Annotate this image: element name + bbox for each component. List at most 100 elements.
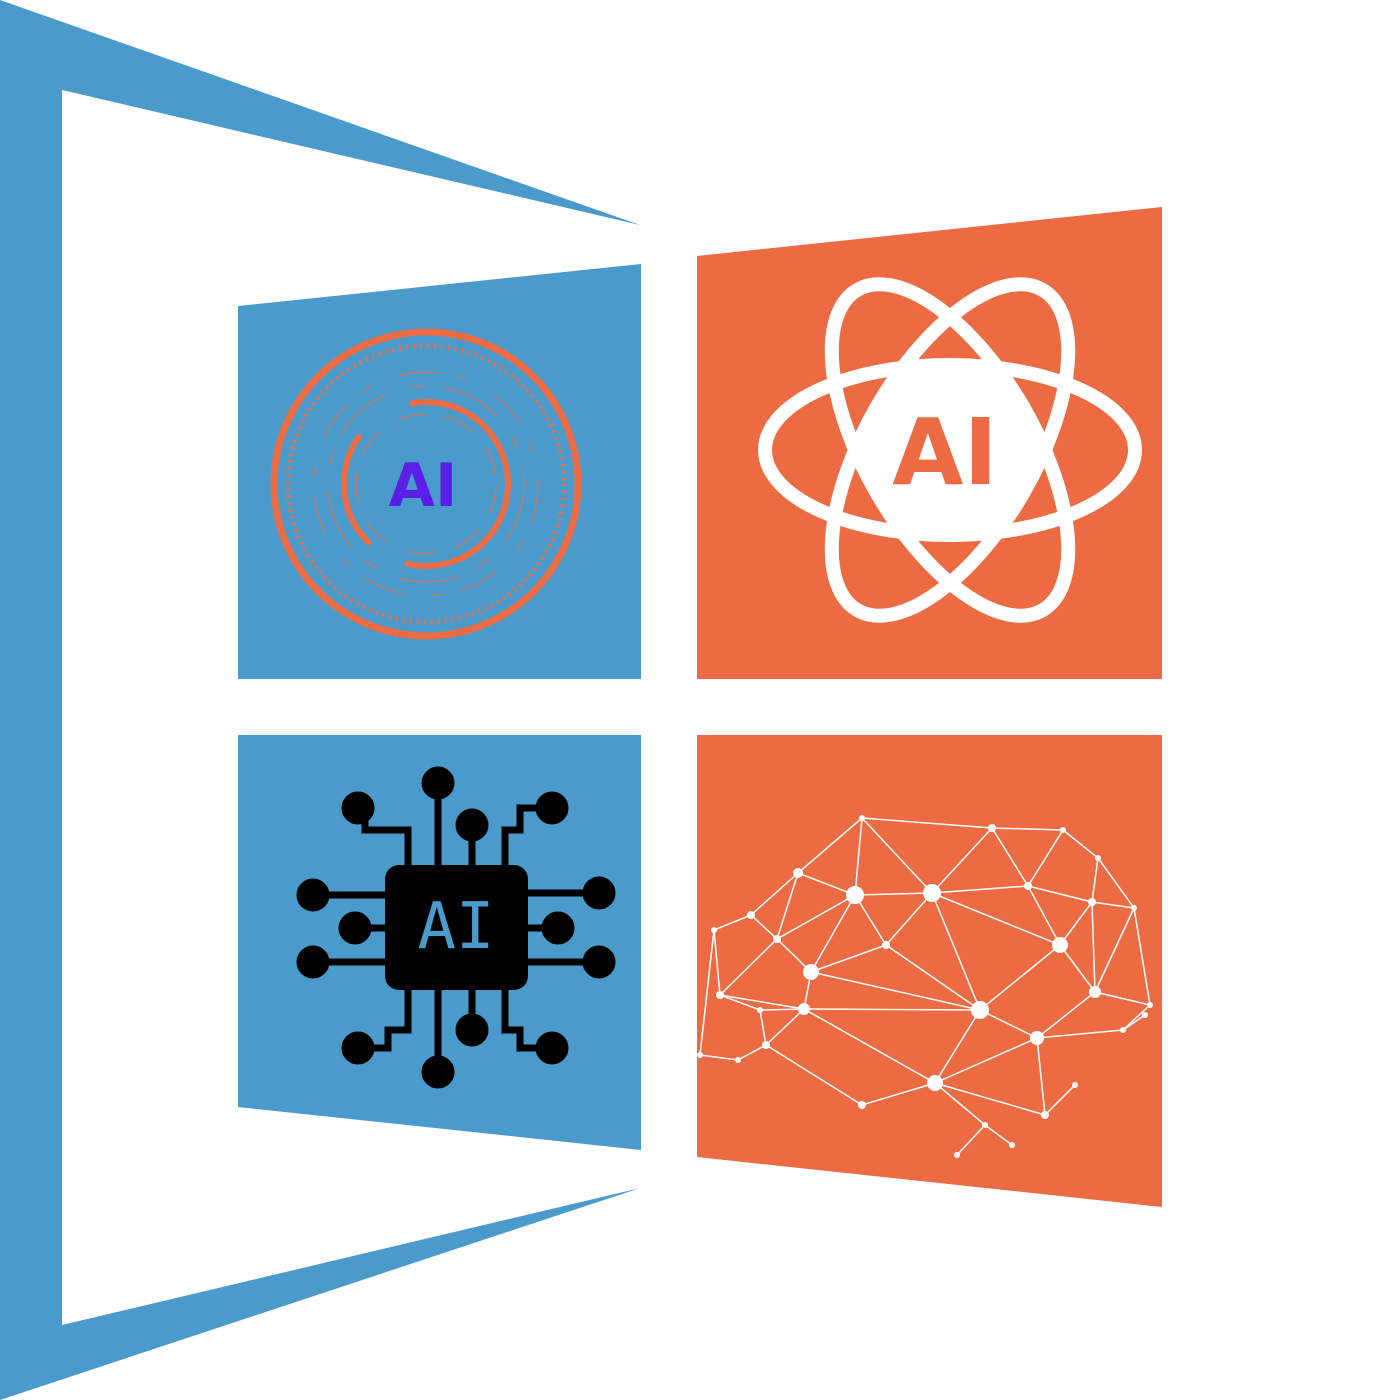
network-edge bbox=[1059, 901, 1093, 946]
network-node bbox=[927, 1075, 943, 1091]
network-edge bbox=[1091, 901, 1096, 993]
ai-label-rings: AI bbox=[389, 451, 458, 521]
network-edge bbox=[1044, 1084, 1076, 1116]
panel-top-left bbox=[238, 264, 641, 679]
network-edge bbox=[979, 944, 1061, 1011]
network-edge bbox=[699, 1054, 739, 1061]
network-edge bbox=[1122, 1004, 1151, 1031]
network-edge bbox=[803, 1008, 981, 1011]
network-edge bbox=[934, 1082, 1046, 1116]
network-edge bbox=[1036, 991, 1096, 1039]
network-edge bbox=[759, 1008, 805, 1011]
network-node bbox=[711, 927, 717, 933]
network-edge bbox=[931, 885, 1029, 894]
network-edge bbox=[1133, 907, 1151, 1006]
network-edge bbox=[810, 971, 981, 1011]
network-edge bbox=[699, 929, 715, 1056]
window-frame-shape bbox=[0, 0, 640, 1400]
network-edge bbox=[713, 929, 721, 996]
network-node bbox=[773, 935, 781, 943]
network-edge bbox=[854, 817, 863, 896]
network-edge bbox=[1091, 901, 1135, 909]
network-edge bbox=[750, 914, 778, 940]
network-node bbox=[1147, 1002, 1153, 1008]
network-edge bbox=[765, 1008, 805, 1046]
network-edge bbox=[931, 892, 1061, 946]
network-edge bbox=[1027, 829, 1064, 887]
network-node bbox=[954, 1152, 960, 1158]
network-edge bbox=[1027, 885, 1061, 946]
network-edge bbox=[934, 1082, 986, 1126]
ai-label-atom: AI bbox=[892, 399, 997, 506]
network-edge bbox=[1091, 857, 1099, 903]
ai-label-chip: AI bbox=[417, 890, 494, 964]
network-edge bbox=[931, 827, 993, 894]
network-edge bbox=[797, 817, 863, 874]
network-node bbox=[757, 1007, 763, 1013]
network-edge bbox=[810, 894, 856, 973]
network-edge bbox=[776, 872, 799, 940]
ai-chip-circuit-icon: AI bbox=[296, 766, 616, 1089]
network-node bbox=[988, 824, 996, 832]
network-node bbox=[1089, 986, 1101, 998]
network-edge bbox=[861, 817, 933, 894]
network-edge bbox=[934, 1037, 1038, 1084]
network-node bbox=[882, 941, 890, 949]
network-edge bbox=[861, 1082, 936, 1106]
ai-atom-icon: AI bbox=[758, 277, 1142, 623]
network-node bbox=[735, 1057, 741, 1063]
network-edge bbox=[759, 1009, 767, 1046]
network-edge bbox=[1094, 991, 1151, 1006]
network-node bbox=[1060, 827, 1066, 833]
network-edge bbox=[979, 1009, 1038, 1039]
network-edge bbox=[885, 892, 933, 946]
network-node bbox=[803, 964, 819, 980]
network-edge bbox=[1122, 1014, 1146, 1031]
network-node bbox=[971, 1001, 989, 1019]
network-node bbox=[1088, 898, 1096, 906]
network-edge bbox=[1027, 885, 1093, 903]
network-node bbox=[1041, 1111, 1049, 1119]
network-edge bbox=[750, 872, 799, 916]
network-edge bbox=[803, 1008, 936, 1084]
network-edge bbox=[934, 1009, 981, 1084]
window-frame bbox=[0, 0, 640, 1400]
network-edge bbox=[719, 938, 778, 996]
network-edge bbox=[776, 894, 856, 940]
network-edge bbox=[719, 994, 805, 1010]
network-node bbox=[923, 884, 941, 902]
network-edge bbox=[991, 827, 1029, 887]
network-node bbox=[697, 1052, 703, 1058]
network-node bbox=[1142, 1012, 1148, 1018]
network-node bbox=[858, 1101, 866, 1109]
network-edge bbox=[854, 894, 887, 946]
network-node bbox=[1072, 1082, 1078, 1088]
network-edge bbox=[1097, 857, 1135, 909]
network-node bbox=[1009, 1142, 1015, 1148]
network-edge bbox=[956, 1124, 986, 1156]
network-edge bbox=[861, 817, 993, 829]
network-node bbox=[798, 1003, 810, 1015]
network-node bbox=[1131, 905, 1137, 911]
network-edge bbox=[1059, 944, 1096, 993]
network-edge bbox=[797, 872, 856, 896]
network-edge bbox=[737, 1044, 767, 1061]
network-edge bbox=[984, 1124, 1013, 1146]
network-node bbox=[1024, 882, 1032, 890]
network-node bbox=[747, 911, 755, 919]
panel-bottom-right bbox=[697, 735, 1162, 1207]
network-node bbox=[982, 1122, 988, 1128]
network-node bbox=[1120, 1027, 1126, 1033]
network-edge bbox=[765, 1044, 863, 1106]
network-edge bbox=[885, 944, 981, 1011]
network-edge bbox=[854, 892, 933, 896]
network-edge bbox=[1036, 1037, 1046, 1116]
network-node bbox=[1095, 855, 1101, 861]
network-edge bbox=[991, 827, 1064, 831]
network-edge bbox=[931, 892, 981, 1011]
network-node bbox=[859, 815, 865, 821]
ai-concentric-rings-icon: AI bbox=[270, 328, 582, 640]
network-node bbox=[846, 886, 864, 904]
network-node bbox=[793, 868, 803, 878]
